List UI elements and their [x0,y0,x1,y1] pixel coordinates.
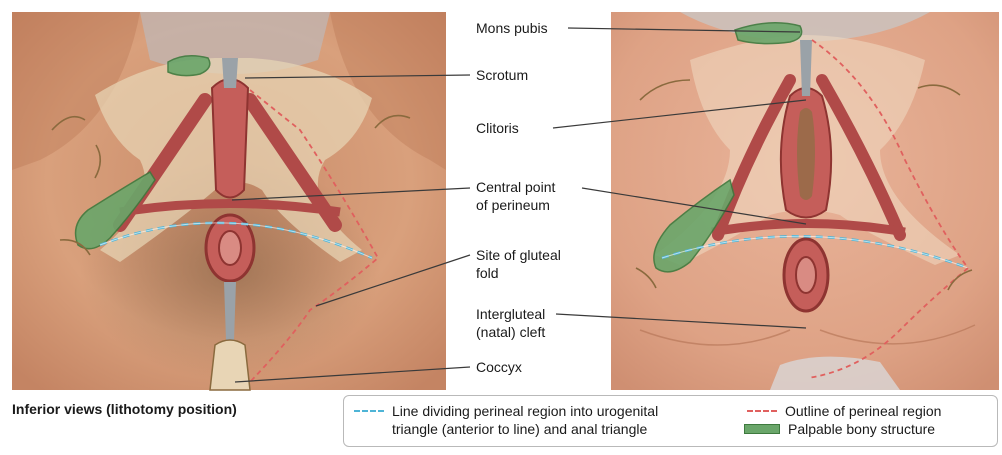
legend-item-dividing-line: Line dividing perineal region into uroge… [354,402,658,438]
female-anus-center [796,257,816,293]
legend-outline-text: Outline of perineal region [785,402,941,420]
dashed-cyan-line-icon [354,410,384,412]
left-coccyx-shape [210,340,250,390]
bulbospongiosus [212,79,248,198]
label-mons-pubis: Mons pubis [476,19,548,37]
anus-center [219,231,241,265]
legend: Line dividing perineal region into uroge… [343,395,998,447]
label-clitoris: Clitoris [476,119,519,137]
legend-bony-text: Palpable bony structure [788,420,935,438]
dashed-red-line-icon [747,410,777,412]
label-site-of-gluteal-fold: Site of gluteal fold [476,246,561,282]
legend-item-bony: Palpable bony structure [744,420,935,438]
female-perineum-illustration [611,12,999,390]
vestibule [797,108,815,200]
left-pubic-symphysis [168,56,210,76]
clitoris-raphe [800,40,812,96]
figure-caption: Inferior views (lithotomy position) [12,401,237,417]
anococcygeal-line [224,282,236,340]
scrotal-raphe [222,58,238,88]
green-bar-icon [744,424,780,434]
label-scrotum: Scrotum [476,66,528,84]
male-perineum-illustration [12,12,446,390]
label-coccyx: Coccyx [476,358,522,376]
legend-item-outline: Outline of perineal region [747,402,941,420]
label-intergluteal-cleft: Intergluteal (natal) cleft [476,305,545,341]
legend-dividing-line-text: Line dividing perineal region into uroge… [392,402,658,438]
label-central-point-of-perineum: Central point of perineum [476,178,555,214]
